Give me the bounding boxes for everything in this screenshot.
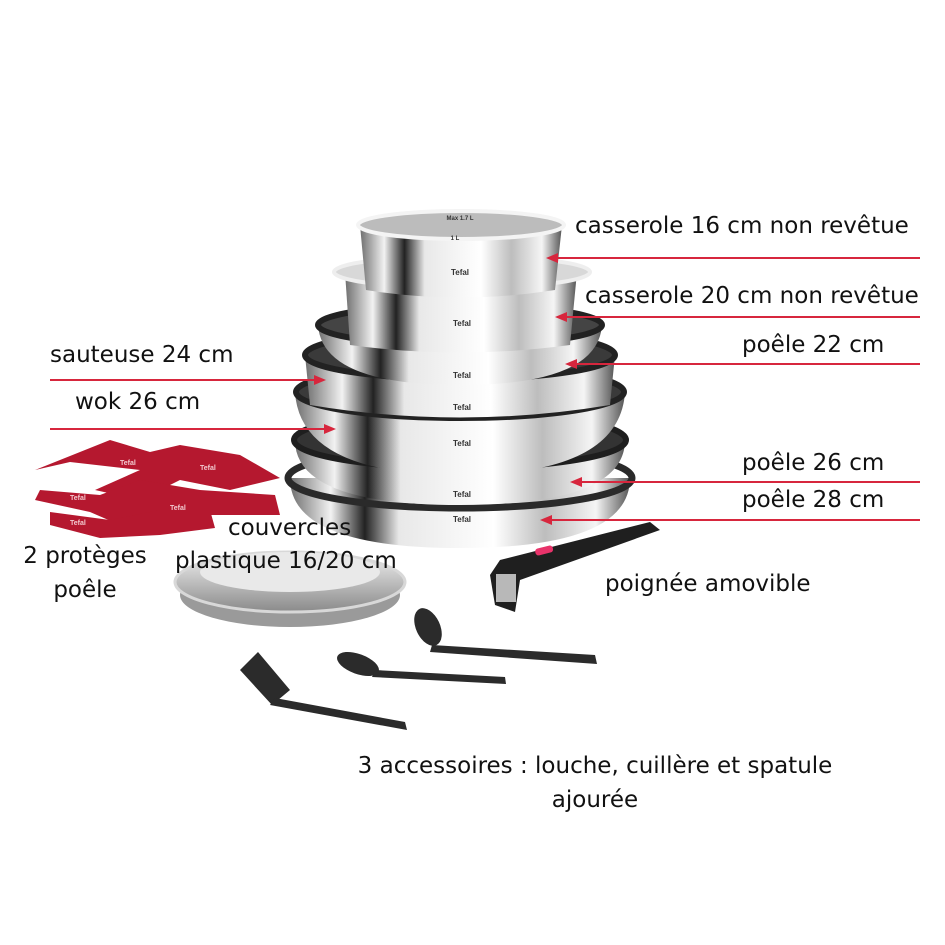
spoon (337, 651, 506, 684)
brand-logo: Tefal (453, 319, 471, 328)
brand-logo: Tefal (120, 460, 136, 467)
label-proteges: 2 protèges (23, 543, 147, 569)
label-couvercles: couvercles (228, 515, 352, 541)
brand-logo: Tefal (453, 403, 471, 412)
label-sauteuse-24: sauteuse 24 cm (50, 342, 234, 368)
brand-logo: Tefal (451, 268, 469, 277)
plastic-lids (173, 550, 407, 627)
removable-handle (490, 522, 660, 612)
brand-logo: Tefal (200, 465, 216, 472)
brand-logo: Tefal (70, 520, 86, 527)
label-accessoires-ajouree: ajourée (551, 787, 639, 813)
brand-logo: Tefal (453, 439, 471, 448)
brand-logo: Tefal (170, 505, 186, 512)
label-wok-26: wok 26 cm (75, 389, 201, 415)
label-accessoires: 3 accessoires : louche, cuillère et spat… (357, 753, 833, 779)
brand-logo: Tefal (453, 371, 471, 380)
slotted-spatula (240, 652, 407, 730)
label-poele-26: poêle 26 cm (742, 450, 885, 476)
pan-protectors (35, 440, 280, 538)
level-marking: 1 L (451, 236, 460, 242)
pointer-lines (50, 253, 920, 525)
label-poele-22: poêle 22 cm (742, 332, 885, 358)
brand-logo: Tefal (453, 515, 471, 524)
label-proteges-poele: poêle (53, 577, 117, 603)
label-poele-28: poêle 28 cm (742, 487, 885, 513)
brand-logo: Tefal (453, 490, 471, 499)
max-marking: Max 1.7 L (446, 216, 473, 222)
label-casserole-16: casserole 16 cm non revêtue (575, 213, 909, 239)
label-casserole-20: casserole 20 cm non revêtue (585, 283, 919, 309)
casserole-16-cm (356, 209, 566, 298)
brand-logo: Tefal (70, 495, 86, 502)
label-couvercles-size: plastique 16/20 cm (175, 548, 397, 574)
label-poignee: poignée amovible (605, 571, 811, 597)
ladle (414, 608, 597, 664)
